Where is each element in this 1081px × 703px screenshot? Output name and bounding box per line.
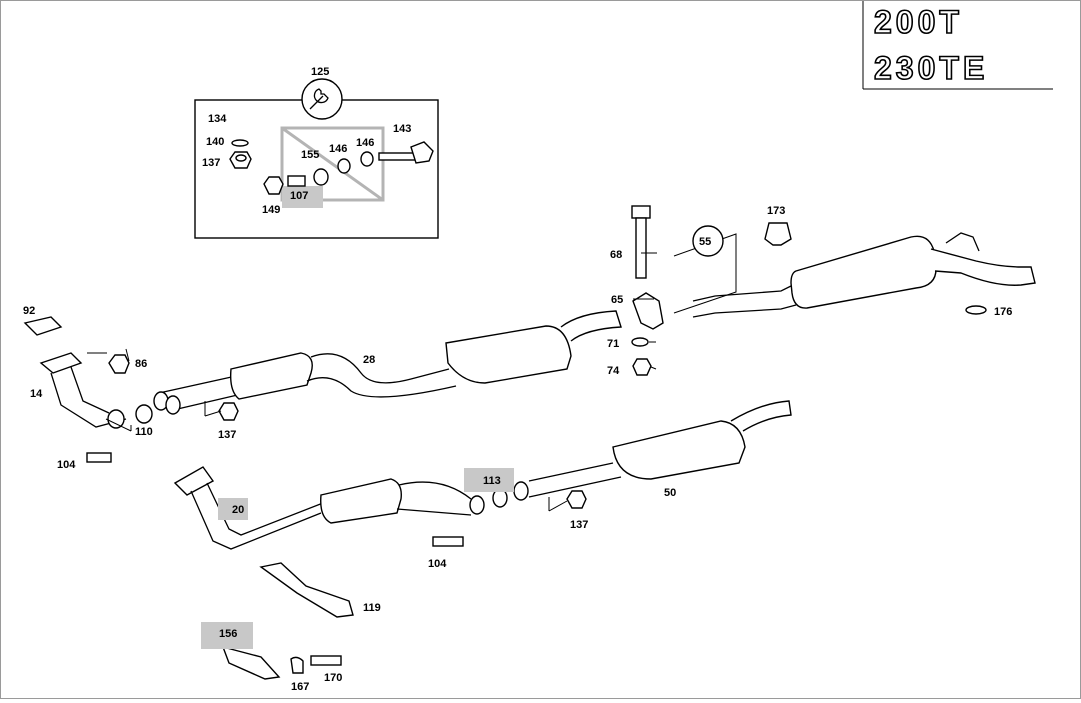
washer-176 xyxy=(965,305,987,315)
rear-muffler-assembly xyxy=(631,205,1036,376)
label-55: 55 xyxy=(699,236,711,248)
bolt-68 xyxy=(635,217,647,279)
bracket-119 xyxy=(259,562,354,618)
mounting-kit-inset xyxy=(194,78,439,239)
label-156: 156 xyxy=(219,628,237,640)
nut-74 xyxy=(632,358,652,376)
center-muffler-upper xyxy=(445,325,572,384)
label-104a: 104 xyxy=(57,459,76,471)
sleeve-107 xyxy=(287,175,306,187)
rear-muffler-body xyxy=(790,235,937,309)
label-149: 149 xyxy=(262,204,280,216)
label-104b: 104 xyxy=(428,558,447,570)
manifold-flange xyxy=(39,352,83,374)
clamp-113a xyxy=(469,495,485,515)
label-50: 50 xyxy=(664,487,676,499)
highlight-107 xyxy=(282,186,323,208)
nut-149 xyxy=(263,176,284,195)
clip-167 xyxy=(290,656,304,674)
label-143: 143 xyxy=(393,123,411,135)
flange-20 xyxy=(173,466,215,496)
part-labels: 125 134 140 137 149 155 146 146 143 107 … xyxy=(23,66,1012,693)
tail-pipe xyxy=(930,248,1036,286)
label-20: 20 xyxy=(232,504,244,516)
label-119: 119 xyxy=(363,602,381,614)
label-125: 125 xyxy=(311,66,329,78)
catalytic-converter-20 xyxy=(320,478,402,524)
bolt-104b xyxy=(432,536,464,547)
label-86: 86 xyxy=(135,358,147,370)
pipe-28 xyxy=(306,353,457,398)
tailpipe-inlet xyxy=(692,285,797,318)
nut-137b xyxy=(218,402,239,421)
upper-pipe-assembly xyxy=(23,310,622,463)
washer-146a xyxy=(337,158,351,174)
leader-lines xyxy=(87,252,657,512)
label-140: 140 xyxy=(206,136,224,148)
crossed-box xyxy=(280,126,385,202)
label-113: 113 xyxy=(483,475,501,487)
center-muffler-50 xyxy=(612,420,746,480)
label-107: 107 xyxy=(290,190,308,202)
catalytic-converter-28 xyxy=(229,352,313,400)
label-134: 134 xyxy=(208,113,227,125)
mount-173 xyxy=(764,222,792,246)
callout-55 xyxy=(692,225,724,257)
wrench-shape xyxy=(309,88,329,110)
washer-71 xyxy=(631,337,649,347)
label-14: 14 xyxy=(30,388,43,400)
label-146a: 146 xyxy=(329,143,347,155)
model-badge-box: 200T 230TE xyxy=(862,1,1053,90)
label-137a: 137 xyxy=(202,157,220,169)
washer-146b xyxy=(360,151,374,167)
outlet-pipe-upper xyxy=(560,310,622,342)
label-167: 167 xyxy=(291,681,309,693)
clamp-110a xyxy=(107,409,125,429)
highlight-20 xyxy=(218,498,248,520)
label-110: 110 xyxy=(135,426,153,438)
label-155: 155 xyxy=(301,149,319,161)
label-92: 92 xyxy=(23,305,35,317)
hanger-65 xyxy=(632,292,664,330)
label-170: 170 xyxy=(324,672,342,684)
label-65: 65 xyxy=(611,294,623,306)
bushing-155 xyxy=(313,168,329,186)
label-137c: 137 xyxy=(570,519,588,531)
bolt-143 xyxy=(378,152,416,161)
wrench-icon xyxy=(301,78,343,120)
clamp-110b xyxy=(135,404,153,424)
nut-86 xyxy=(108,354,130,374)
highlight-156 xyxy=(201,622,253,649)
lower-pipe-assembly xyxy=(173,400,792,680)
plate-156 xyxy=(221,645,281,680)
bolt-170 xyxy=(310,655,342,666)
label-74: 74 xyxy=(607,365,620,377)
model-200t: 200T xyxy=(874,4,963,40)
label-146b: 146 xyxy=(356,137,374,149)
nut-137c xyxy=(566,490,587,509)
label-176: 176 xyxy=(994,306,1012,318)
label-173: 173 xyxy=(767,205,785,217)
front-pipe-20 xyxy=(190,482,324,550)
label-28: 28 xyxy=(363,354,375,366)
tail-hanger xyxy=(945,232,980,252)
gasket-92 xyxy=(23,316,63,336)
label-68: 68 xyxy=(610,249,622,261)
washer-140 xyxy=(231,139,249,147)
label-71: 71 xyxy=(607,338,619,350)
model-230te: 230TE xyxy=(874,50,988,86)
intermediate-pipe xyxy=(158,375,247,412)
label-137b: 137 xyxy=(218,429,236,441)
bolt-104a xyxy=(86,452,112,463)
bolt-68-head xyxy=(631,205,651,219)
outlet-pipe-50 xyxy=(730,400,792,432)
highlight-113 xyxy=(464,468,514,492)
